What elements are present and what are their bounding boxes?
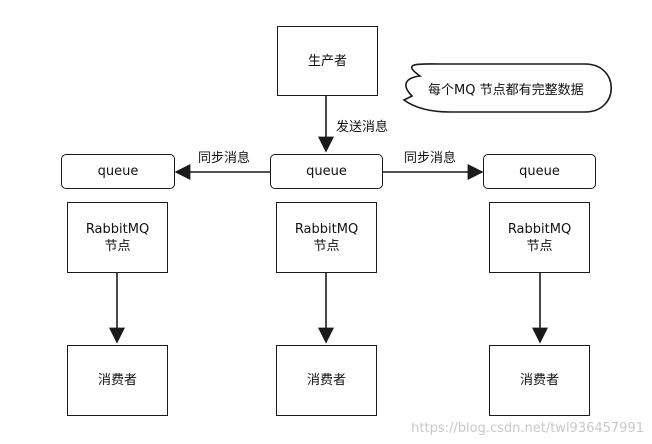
queue-right: queue [483,154,596,189]
consumer-center-label: 消费者 [306,373,346,388]
queue-left-label: queue [97,164,139,179]
sync-right-label: 同步消息 [404,151,457,166]
watermark: https://blog.csdn.net/twl936457991 [411,421,644,436]
consumer-center: 消费者 [276,345,377,416]
queue-left: queue [61,154,175,189]
send-message-label: 发送消息 [336,120,389,135]
rabbitmq-node-center: RabbitMQ 节点 [276,202,377,273]
node-left-label: RabbitMQ 节点 [85,221,150,254]
consumer-left: 消费者 [67,345,168,416]
consumer-right: 消费者 [489,345,590,416]
sync-left-label: 同步消息 [198,151,251,166]
producer-box: 生产者 [277,26,378,96]
producer-label: 生产者 [307,53,347,69]
node-center-label: RabbitMQ 节点 [294,221,359,254]
callout-bubble [402,63,612,113]
consumer-left-label: 消费者 [97,373,137,388]
queue-center-label: queue [306,164,347,179]
callout-text: 每个MQ 节点都有完整数据 [428,83,584,98]
queue-center: queue [270,154,383,189]
node-right-label: RabbitMQ 节点 [507,221,572,254]
rabbitmq-node-right: RabbitMQ 节点 [489,202,590,273]
queue-right-label: queue [519,164,560,179]
consumer-right-label: 消费者 [519,373,559,388]
rabbitmq-node-left: RabbitMQ 节点 [67,202,168,273]
